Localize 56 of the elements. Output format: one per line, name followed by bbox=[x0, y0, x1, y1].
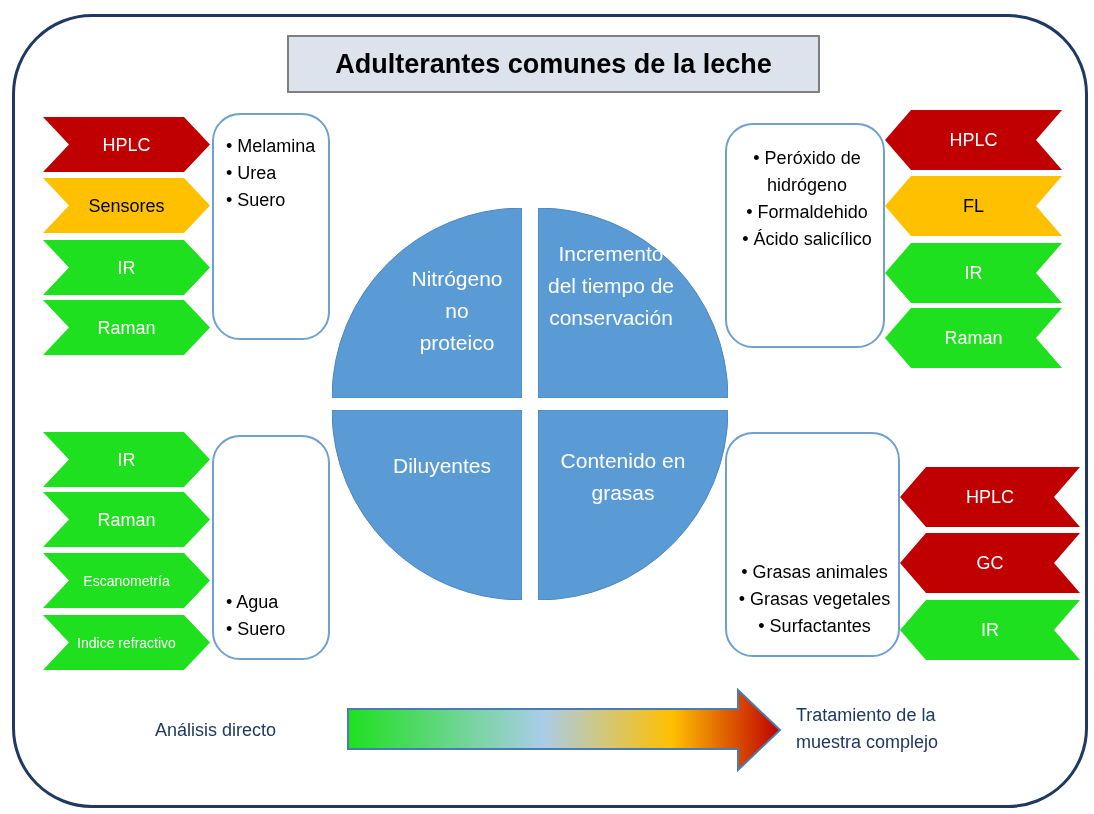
bullet-item: • Melamina bbox=[226, 135, 317, 158]
bullet-item: • Suero bbox=[226, 618, 287, 641]
bullet-item: • Formaldehido bbox=[745, 201, 869, 224]
chevron-tag bbox=[43, 553, 210, 608]
tag-label: IR bbox=[116, 257, 137, 278]
list-box bbox=[212, 435, 330, 660]
tag-label: Indice refractivo bbox=[76, 634, 177, 651]
tag-label: HPLC bbox=[965, 486, 1015, 508]
bullet-item: • Peróxido de hidrógeno bbox=[752, 147, 862, 197]
chevron-tag bbox=[885, 243, 1062, 303]
bullet-item: • Ácido salicílico bbox=[741, 228, 873, 251]
chevron-tag bbox=[43, 117, 210, 172]
chevron-tag bbox=[43, 492, 210, 547]
bullet-item: • Surfactantes bbox=[757, 615, 872, 638]
chevron-tag bbox=[43, 432, 210, 487]
list-box bbox=[725, 123, 885, 348]
chevron-tag bbox=[900, 533, 1080, 593]
axis-label: Análisis directo bbox=[155, 719, 278, 742]
chevron-tag bbox=[43, 300, 210, 355]
chevron-tag bbox=[885, 110, 1062, 170]
chevron-tag bbox=[900, 467, 1080, 527]
circle-quadrant bbox=[538, 410, 728, 600]
tag-label: IR bbox=[980, 619, 1000, 641]
circle-quadrant bbox=[332, 208, 522, 398]
chevron-tag bbox=[43, 178, 210, 233]
tag-label: HPLC bbox=[101, 134, 152, 155]
chevron-tag bbox=[900, 600, 1080, 660]
bullet-item: • Grasas animales bbox=[740, 561, 889, 584]
tag-label: Raman bbox=[96, 509, 157, 530]
chevron-tag bbox=[43, 240, 210, 295]
quadrant-label: Diluyentes bbox=[391, 453, 493, 479]
tag-label: IR bbox=[116, 449, 137, 470]
circle-quadrant bbox=[332, 410, 522, 600]
tag-label: FL bbox=[962, 195, 985, 217]
quadrant-label: Incremento del tiempo de conservación bbox=[546, 241, 676, 331]
bullet-item: • Urea bbox=[226, 162, 278, 185]
tag-label: IR bbox=[963, 262, 984, 284]
circle-quadrant bbox=[538, 208, 728, 398]
tag-label: Raman bbox=[943, 327, 1004, 349]
tag-label: Sensores bbox=[87, 195, 166, 216]
tag-label: HPLC bbox=[948, 129, 999, 151]
axis-label: Tratamiento de la muestra complejo bbox=[796, 704, 940, 754]
tag-label: Raman bbox=[96, 317, 157, 338]
list-box bbox=[725, 432, 900, 657]
list-box bbox=[212, 113, 330, 340]
tag-label: GC bbox=[975, 552, 1005, 574]
quadrant-label: Contenido en grasas bbox=[559, 448, 687, 506]
chevron-tag bbox=[885, 176, 1062, 236]
quadrant-label: Nitrógeno no proteico bbox=[410, 266, 504, 356]
bullet-item: • Agua bbox=[226, 591, 280, 614]
chevron-tag bbox=[885, 308, 1062, 368]
bullet-item: • Suero bbox=[226, 189, 287, 212]
title: Adulterantes comunes de la leche bbox=[287, 35, 820, 93]
chevron-tag bbox=[43, 615, 210, 670]
bullet-item: • Grasas vegetales bbox=[737, 588, 892, 611]
tag-label: Escanometría bbox=[82, 572, 171, 589]
